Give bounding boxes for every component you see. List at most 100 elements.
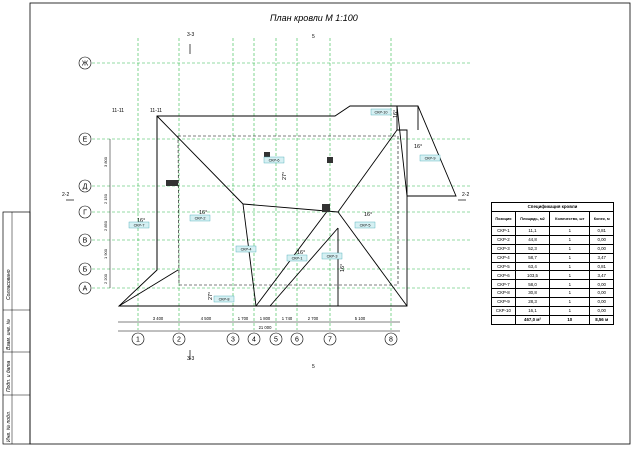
spec-cell: 52,3 <box>514 243 551 254</box>
spec-cell <box>491 314 516 325</box>
spec-cell: СКР-9 <box>491 297 516 308</box>
svg-text:16°: 16° <box>414 144 422 150</box>
stamp-inv: Инв. № подл. <box>6 411 12 442</box>
dim-label: 1 800 <box>260 316 271 321</box>
spec-cell: 0,81 <box>589 261 614 272</box>
axis-number: 5 <box>274 337 278 344</box>
spec-cell: 1 <box>549 226 591 236</box>
spec-cell: 30,8 <box>514 288 551 299</box>
spec-cell: 0,00 <box>589 288 614 299</box>
spec-caption: Спецификация кровли <box>491 202 614 212</box>
stamp-replace: Взам. инв. № <box>6 318 12 350</box>
spec-cell: 16,1 <box>514 306 551 316</box>
spec-cell: СКР-4 <box>491 252 516 263</box>
dim-total: 21 000 <box>259 325 272 330</box>
spec-cell: 3,47 <box>589 252 614 263</box>
dim-label: 5 100 <box>355 316 366 321</box>
axis-letter-markers: Ж Е Д Г В Б А <box>78 56 92 295</box>
svg-text:СКР-1: СКР-1 <box>292 257 303 261</box>
spec-cell: СКР-8 <box>491 288 516 299</box>
svg-text:5: 5 <box>312 34 315 40</box>
axis-number: 3 <box>231 337 235 344</box>
svg-text:СКР-9: СКР-9 <box>425 157 436 161</box>
spec-cell: 8,56 м <box>589 314 614 325</box>
svg-text:СКР-4: СКР-4 <box>241 248 252 252</box>
spec-cell: СКР-1 <box>491 226 516 236</box>
axis-number: 6 <box>295 337 299 344</box>
spec-header: Площадь, м2 <box>514 211 551 227</box>
spec-header: Количество, шт <box>549 211 591 227</box>
dim-label: 2 700 <box>308 316 319 321</box>
axis-grid <box>92 38 470 330</box>
svg-text:СКР-5: СКР-5 <box>360 224 371 228</box>
dim-label: 2 200 <box>103 273 108 284</box>
spec-cell: 3,47 <box>589 270 614 281</box>
dim-label: 1 740 <box>282 316 293 321</box>
svg-text:3-3: 3-3 <box>187 32 194 38</box>
spec-cell: 44,8 <box>514 234 551 245</box>
svg-text:16°: 16° <box>393 110 399 118</box>
spec-cell: 0,00 <box>589 306 614 316</box>
spec-cell: 58,0 <box>514 279 551 290</box>
axis-number: 8 <box>389 337 393 344</box>
svg-text:2-2: 2-2 <box>62 192 69 198</box>
section-marks: 3-3 3-3 5 5 2-2 2-2 11-11 11-11 <box>62 32 469 370</box>
dimension-bottom: 3 400 4 500 1 700 1 800 1 740 2 700 5 10… <box>118 316 400 332</box>
svg-text:11-11: 11-11 <box>112 108 124 114</box>
axis-number: 1 <box>136 337 140 344</box>
vent <box>327 157 333 163</box>
roof-tags: СКР-7 СКР-2 СКР-4 СКР-6 СКР-5 СКР-1 СКР-… <box>128 108 441 303</box>
spec-cell: 28,3 <box>514 297 551 308</box>
spec-cell: 1 <box>549 243 591 254</box>
axis-number-markers: 1 2 3 4 5 6 7 8 <box>131 332 398 346</box>
drawing-title: План кровли М 1:100 <box>270 13 358 23</box>
axis-number: 4 <box>252 337 256 344</box>
dim-label: 2 850 <box>103 220 108 231</box>
svg-text:27°: 27° <box>282 172 288 180</box>
spec-cell: 0,00 <box>589 243 614 254</box>
axis-letter: А <box>83 286 88 293</box>
spec-cell: 1 <box>549 279 591 290</box>
spec-total-row: 467,0 м² 10 8,56 м <box>491 314 614 325</box>
spec-cell: 1 <box>549 270 591 281</box>
chimney <box>322 204 330 212</box>
svg-text:СКР-10: СКР-10 <box>375 111 388 115</box>
axis-letter: Г <box>83 210 87 217</box>
dim-label: 1 900 <box>103 248 108 259</box>
axis-number: 2 <box>177 337 181 344</box>
roof-spec-table: Спецификация кровли Позиция Площадь, м2 … <box>491 202 614 325</box>
axis-letter: Е <box>83 137 88 144</box>
spec-cell: 103,5 <box>514 270 551 281</box>
spec-cell: 1 <box>549 288 591 299</box>
spec-cell: СКР-7 <box>491 279 516 290</box>
axis-letter: Д <box>83 184 88 191</box>
svg-text:5: 5 <box>312 364 315 370</box>
spec-cell: СКР-10 <box>491 306 516 316</box>
axis-number: 7 <box>328 337 332 344</box>
spec-cell: 1 <box>549 234 591 245</box>
stamp-sign: Подп. и дата <box>6 360 12 392</box>
dim-label: 4 500 <box>201 316 212 321</box>
spec-cell: 58,7 <box>514 252 551 263</box>
spec-cell: 11,1 <box>514 226 551 236</box>
svg-text:16°: 16° <box>297 250 305 256</box>
dim-label: 3 400 <box>153 316 164 321</box>
svg-text:2-2: 2-2 <box>462 192 469 198</box>
dim-label: 3 800 <box>103 156 108 167</box>
spec-header: Позиция <box>491 211 516 227</box>
spec-cell: СКР-6 <box>491 270 516 281</box>
axis-letter: Б <box>83 267 88 274</box>
spec-cell: 63,4 <box>514 261 551 272</box>
svg-text:16°: 16° <box>199 210 207 216</box>
svg-text:3-3: 3-3 <box>187 356 194 362</box>
